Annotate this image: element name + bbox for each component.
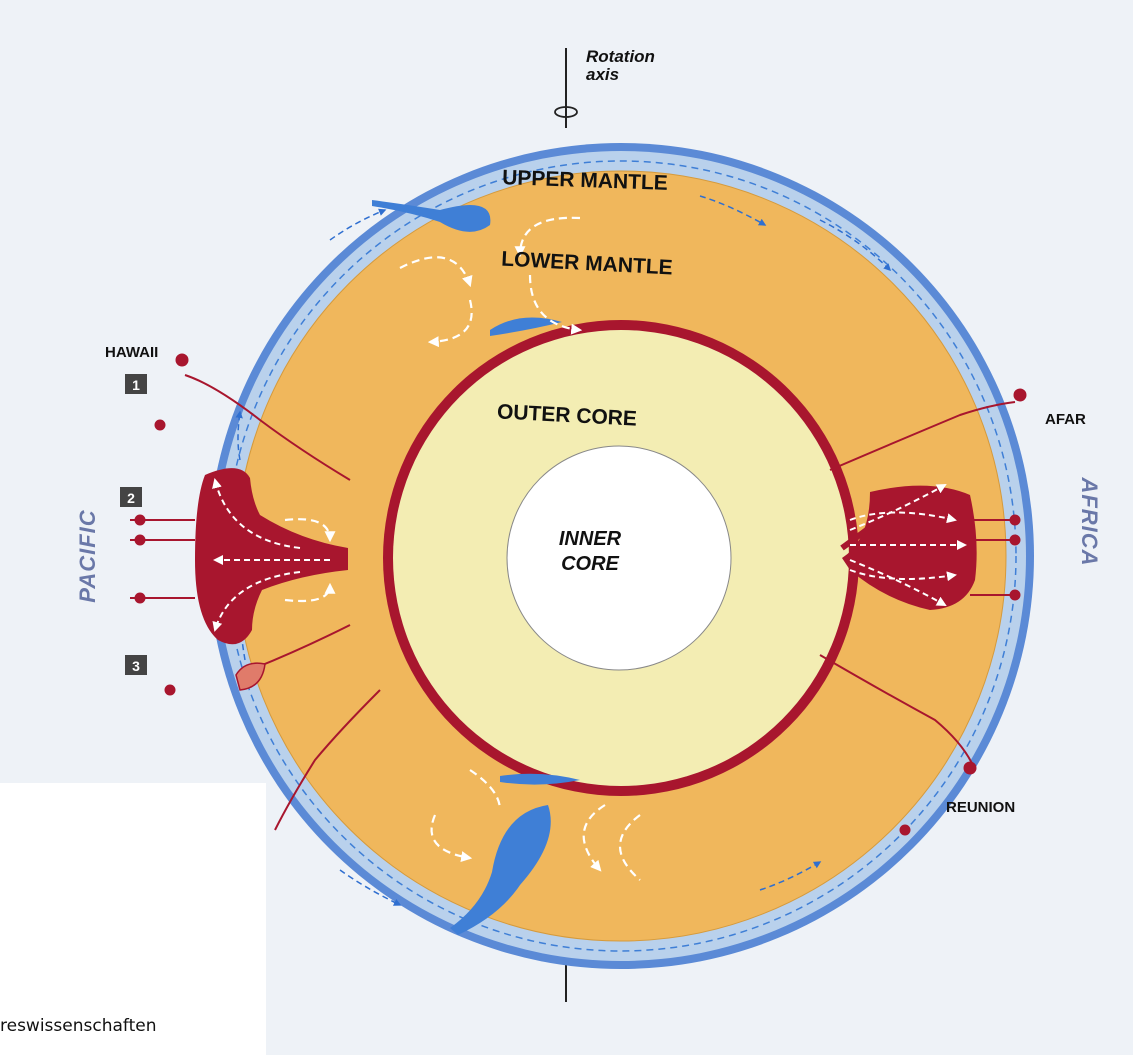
inner-core-label-line1: INNER xyxy=(559,528,622,550)
reunion-label: REUNION xyxy=(946,799,1015,816)
number-2: 2 xyxy=(127,490,135,506)
pacific-label: PACIFIC xyxy=(75,509,100,602)
rotation-axis-label-line2: axis xyxy=(586,65,619,84)
africa-label: AFRICA xyxy=(1077,476,1102,566)
rotation-axis-label-line1: Rotation xyxy=(586,47,655,66)
inner-core-label-line2: CORE xyxy=(561,553,619,575)
inner-core-layer xyxy=(507,446,731,670)
afar-label: AFAR xyxy=(1045,411,1086,428)
hawaii-label: HAWAII xyxy=(105,344,158,361)
number-1: 1 xyxy=(132,377,140,393)
number-3: 3 xyxy=(132,658,140,674)
footer-caption: reswissenschaften xyxy=(0,1016,266,1036)
footer-white-panel xyxy=(0,783,266,1055)
